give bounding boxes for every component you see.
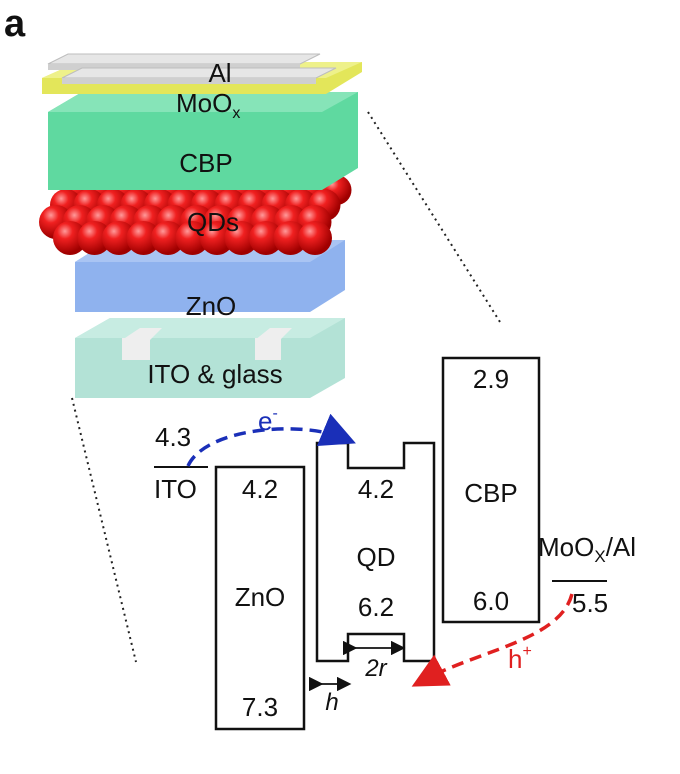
- cbp-label: CBP: [464, 478, 517, 508]
- quantum-dot-sphere: [298, 221, 332, 255]
- cbp-bottom-value: 6.0: [473, 586, 509, 616]
- label-moox-subscript: x: [232, 105, 240, 122]
- label-cbp: CBP: [179, 148, 232, 178]
- anode-label: MoOX/Al: [538, 532, 636, 566]
- layer-cbp: CBP: [48, 92, 358, 190]
- layer-ito-glass: ITO & glass: [75, 318, 345, 398]
- quantum-dot-sphere: [102, 221, 136, 255]
- label-ito-glass: ITO & glass: [147, 359, 282, 389]
- quantum-dot-sphere: [200, 221, 234, 255]
- device-stack: ITO & glass ZnO QDs CBP MoOx: [39, 53, 362, 398]
- label-al: Al: [208, 58, 231, 88]
- zno-label: ZnO: [235, 582, 286, 612]
- quantum-dot-sphere: [77, 221, 112, 255]
- zno-band: 4.2 ZnO 7.3: [214, 465, 306, 731]
- label-zno: ZnO: [186, 291, 237, 321]
- electron-label: e-: [258, 405, 278, 436]
- electron-injection: e-: [186, 405, 356, 467]
- quantum-dot-sphere: [126, 221, 161, 255]
- quantum-dot-sphere: [151, 221, 185, 255]
- label-qds: QDs: [187, 207, 239, 237]
- hole-injection: h+: [411, 593, 574, 687]
- quantum-dot-sphere: [224, 221, 259, 255]
- zno-top-value: 4.2: [242, 474, 278, 504]
- anode-label-subscript: X: [594, 547, 605, 566]
- band-diagram: 4.3 ITO 4.2 ZnO 7.3 4.2 QD 6.2 2r h: [154, 356, 636, 731]
- quantum-dot-sphere: [175, 221, 210, 255]
- qd-band: 4.2 QD 6.2 2r h: [309, 441, 436, 716]
- cbp-top-value: 2.9: [473, 364, 509, 394]
- ito-level: 4.3 ITO: [154, 422, 208, 504]
- hole-label: h+: [508, 643, 532, 674]
- quantum-dot-sphere: [53, 221, 87, 255]
- cbp-band: 2.9 CBP 6.0: [441, 356, 541, 624]
- qd-bottom-value: 6.2: [358, 592, 394, 622]
- anode-level: MoOX/Al 5.5: [538, 532, 636, 618]
- quantum-dot-sphere: [273, 221, 308, 255]
- panel-label: a: [4, 3, 26, 45]
- ito-energy-value: 4.3: [155, 422, 191, 452]
- qd-label: QD: [357, 542, 396, 572]
- qd-top-value: 4.2: [358, 474, 394, 504]
- layer-al: Al: [47, 53, 337, 88]
- zoom-guide-left: [71, 397, 137, 663]
- well-width-label: 2r: [364, 655, 387, 682]
- ito-label: ITO: [154, 474, 197, 504]
- zoom-guide-right: [367, 111, 501, 323]
- label-moox: MoOx: [176, 88, 240, 122]
- barrier-width-label: h: [325, 689, 338, 716]
- anode-energy-value: 5.5: [572, 588, 608, 618]
- quantum-dot-sphere: [249, 221, 283, 255]
- zno-bottom-value: 7.3: [242, 692, 278, 722]
